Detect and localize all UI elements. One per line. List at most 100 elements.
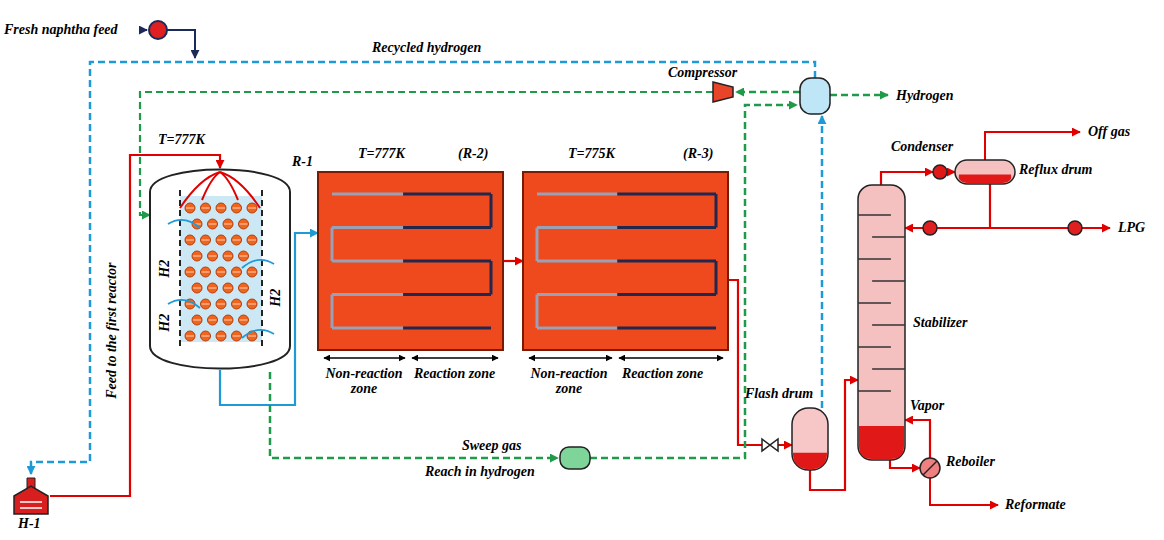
membrane-tube <box>332 260 403 263</box>
membrane <box>261 190 263 348</box>
catalyst-particle <box>202 240 210 241</box>
catalyst-particle <box>217 240 225 241</box>
stabilizer-column: Stabilizer <box>858 185 905 460</box>
hydrogen-permeation <box>168 300 200 308</box>
membrane-tube <box>332 193 403 196</box>
catalyst-particle <box>216 331 226 341</box>
stream-label: Recycled hydrogen <box>372 40 481 55</box>
equipment-label: (R-3) <box>683 146 713 161</box>
reactor-box-outline <box>318 172 503 350</box>
hydrogen-lines <box>736 91 800 94</box>
catalyst-particle <box>217 272 225 273</box>
catalyst-particle <box>247 299 257 309</box>
catalyst-particle <box>208 251 218 261</box>
hydrogen-permeation <box>242 330 274 338</box>
membrane-tube <box>617 327 716 330</box>
column-tray <box>858 214 891 216</box>
catalyst-particle <box>248 208 256 209</box>
catalyst-particle <box>240 288 248 289</box>
zone-arrows <box>619 357 723 359</box>
column-tray <box>858 390 891 392</box>
heater-outline <box>12 478 50 514</box>
equipment-label: Condenser <box>891 139 953 154</box>
stream-connector <box>905 420 930 458</box>
catalyst-particle <box>216 235 226 245</box>
compressor: Compressor <box>713 82 733 102</box>
catalyst-particle <box>239 283 249 293</box>
catalyst-particle <box>224 224 232 225</box>
zone-label: Reaction zone <box>414 366 495 381</box>
reflux-drum: Reflux drum <box>955 160 1015 184</box>
equipment-label: Flash drum <box>745 386 813 401</box>
product-lines <box>985 132 1080 160</box>
reactor-shell <box>150 170 290 369</box>
feed-distribution <box>180 172 220 208</box>
liquid-level <box>959 174 1012 183</box>
catalyst-particle <box>224 288 232 289</box>
catalyst-particle <box>186 272 194 273</box>
membrane-tube <box>490 194 493 228</box>
membrane-tube <box>715 261 718 295</box>
product-lines <box>990 227 1110 229</box>
catalyst-particle <box>185 203 195 213</box>
catalyst-particle <box>193 256 201 257</box>
reactor-box-outline <box>523 172 728 350</box>
catalyst-particle <box>217 336 225 337</box>
membrane-tube <box>403 293 491 296</box>
catalyst-particle <box>216 299 226 309</box>
liquid-level <box>793 453 827 469</box>
catalyst-particle <box>186 240 194 241</box>
catalyst-particle <box>209 320 217 321</box>
catalyst-particle <box>202 208 210 209</box>
catalyst-particle <box>232 299 242 309</box>
condenser-outline <box>933 165 947 179</box>
catalyst-particle <box>224 320 232 321</box>
reboiler-outline <box>920 458 940 478</box>
hydrogen-lines <box>270 92 888 458</box>
hydrogen-lines <box>270 372 558 458</box>
catalyst-particle <box>239 219 249 229</box>
catalyst-particle <box>232 203 242 213</box>
column-tray <box>872 368 905 370</box>
membrane-tube <box>617 193 716 196</box>
separator-drum <box>800 78 830 114</box>
membrane-tube <box>537 226 617 229</box>
recycled-hydrogen-line <box>31 62 822 474</box>
membrane-tube <box>537 193 617 196</box>
gas-label: H2 <box>157 313 172 331</box>
reflux-drum-outline <box>955 160 1015 184</box>
equipment-label: Reboiler <box>946 454 995 469</box>
catalyst-particle <box>232 235 242 245</box>
catalyst-particle <box>217 208 225 209</box>
catalyst-particle <box>233 336 241 337</box>
gas-label: H2 <box>157 259 172 277</box>
catalyst-particle <box>208 283 218 293</box>
stabilizer-column-outline <box>858 185 905 460</box>
stream-label: Feed to the first reactor <box>104 262 119 398</box>
feed-line <box>140 21 195 58</box>
zone-arrows <box>529 357 612 359</box>
catalyst-particle <box>223 219 233 229</box>
membrane-tube <box>331 228 334 262</box>
zone-arrows <box>324 357 405 359</box>
reactor-box: T=775K(R-3) <box>523 172 728 350</box>
drum-shell <box>792 408 828 470</box>
reactor-box: T=777K(R-2) <box>318 172 503 350</box>
membrane-tube <box>332 226 403 229</box>
membrane-tube <box>332 293 403 296</box>
pumps-and-valve <box>923 221 937 235</box>
membrane-tube <box>537 293 617 296</box>
equipment-label: H-1 <box>18 516 41 531</box>
stream-label: Off gas <box>1088 124 1130 139</box>
stream-connector <box>503 260 523 262</box>
zone-arrows <box>412 357 498 359</box>
catalyst-particle <box>232 331 242 341</box>
catalyst-particle <box>240 256 248 257</box>
heater: H-1 <box>12 478 50 514</box>
condenser: Condenser <box>933 165 947 179</box>
membrane-tube <box>715 194 718 228</box>
catalyst-particle <box>240 320 248 321</box>
hydrogen-permeation <box>242 260 274 268</box>
flash-drum-outline <box>792 408 828 470</box>
catalyst-particle <box>208 219 218 229</box>
